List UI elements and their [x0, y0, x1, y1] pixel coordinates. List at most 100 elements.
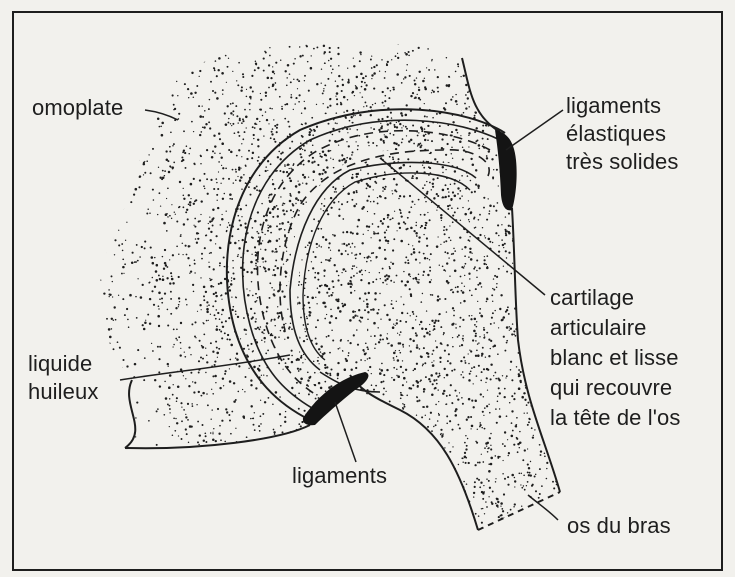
stipple-dot — [310, 151, 312, 153]
stipple-dot — [469, 290, 471, 292]
stipple-dot — [286, 171, 288, 173]
stipple-dot — [220, 331, 222, 333]
stipple-dot — [416, 363, 418, 365]
stipple-dot — [452, 163, 454, 165]
stipple-dot — [391, 284, 393, 286]
stipple-dot — [519, 447, 520, 448]
stipple-dot — [123, 208, 124, 209]
stipple-dot — [302, 149, 303, 150]
stipple-dot — [411, 439, 413, 441]
stipple-dot — [296, 365, 297, 366]
stipple-dot — [457, 66, 459, 68]
stipple-dot — [400, 240, 403, 243]
stipple-dot — [139, 50, 141, 52]
stipple-dot — [338, 341, 340, 343]
stipple-dot — [359, 287, 360, 288]
stipple-dot — [222, 94, 223, 95]
stipple-dot — [350, 286, 352, 288]
stipple-dot — [516, 290, 518, 292]
stipple-dot — [272, 183, 274, 185]
stipple-dot — [497, 202, 499, 204]
stipple-dot — [328, 239, 329, 240]
stipple-dot — [299, 501, 301, 503]
stipple-dot — [453, 501, 455, 503]
stipple-dot — [380, 514, 382, 516]
stipple-dot — [257, 327, 259, 329]
stipple-dot — [529, 388, 530, 389]
stipple-dot — [440, 306, 441, 307]
stipple-dot — [355, 85, 356, 86]
stipple-dot — [456, 198, 458, 200]
stipple-dot — [415, 232, 418, 235]
stipple-dot — [555, 141, 556, 142]
stipple-dot — [300, 386, 302, 388]
stipple-dot — [399, 449, 400, 450]
stipple-dot — [313, 220, 315, 222]
stipple-dot — [416, 439, 418, 441]
stipple-dot — [462, 434, 463, 435]
stipple-dot — [219, 262, 221, 264]
stipple-dot — [190, 51, 192, 53]
stipple-dot — [481, 371, 483, 373]
stipple-dot — [362, 198, 364, 200]
stipple-dot — [352, 214, 354, 216]
stipple-dot — [227, 44, 229, 46]
stipple-dot — [372, 419, 374, 421]
stipple-dot — [134, 363, 137, 366]
stipple-dot — [443, 353, 446, 356]
stipple-dot — [324, 381, 326, 383]
stipple-dot — [399, 324, 401, 326]
stipple-dot — [382, 91, 384, 93]
stipple-dot — [315, 272, 317, 274]
stipple-dot — [336, 85, 338, 87]
stipple-dot — [291, 504, 292, 505]
stipple-dot — [369, 326, 372, 329]
stipple-dot — [475, 355, 477, 357]
stipple-dot — [139, 177, 140, 178]
stipple-dot — [387, 123, 389, 125]
stipple-dot — [489, 421, 491, 423]
stipple-dot — [409, 480, 411, 482]
stipple-dot — [286, 77, 288, 79]
stipple-dot — [420, 504, 422, 506]
stipple-dot — [487, 283, 489, 285]
stipple-dot — [347, 219, 349, 221]
stipple-dot — [432, 89, 434, 91]
stipple-dot — [427, 358, 428, 359]
stipple-dot — [301, 284, 302, 285]
stipple-dot — [229, 198, 231, 200]
stipple-dot — [215, 295, 217, 297]
stipple-dot — [325, 113, 327, 115]
stipple-dot — [342, 287, 344, 289]
stipple-dot — [210, 179, 212, 181]
stipple-dot — [218, 433, 220, 435]
stipple-dot — [101, 410, 103, 412]
stipple-dot — [309, 376, 311, 378]
stipple-dot — [293, 63, 295, 65]
stipple-dot — [330, 315, 333, 318]
stipple-dot — [294, 319, 295, 320]
stipple-dot — [431, 450, 433, 452]
stipple-dot — [343, 229, 345, 231]
stipple-dot — [342, 405, 344, 407]
stipple-dot — [499, 190, 501, 192]
stipple-dot — [186, 209, 188, 211]
stipple-dot — [331, 72, 332, 73]
stipple-dot — [187, 257, 189, 259]
stipple-dot — [293, 308, 294, 309]
stipple-dot — [294, 40, 295, 41]
stipple-dot — [314, 254, 315, 255]
stipple-dot — [332, 128, 334, 130]
stipple-dot — [301, 518, 303, 520]
stipple-dot — [150, 247, 152, 249]
stipple-dot — [155, 270, 158, 273]
stipple-dot — [317, 306, 319, 308]
stipple-dot — [530, 307, 532, 309]
stipple-dot — [324, 444, 326, 446]
stipple-dot — [295, 185, 298, 188]
stipple-dot — [279, 413, 281, 415]
stipple-dot — [412, 278, 414, 280]
stipple-dot — [427, 255, 429, 257]
stipple-dot — [365, 342, 367, 344]
stipple-dot — [391, 300, 392, 301]
